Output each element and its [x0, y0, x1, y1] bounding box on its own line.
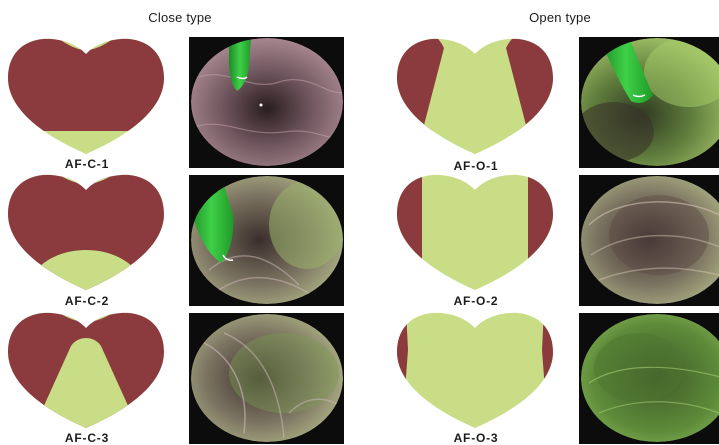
af-c-1-heart-diagram: [5, 36, 167, 156]
af-c-1-endoscopy-image: [189, 37, 344, 168]
atrophic-area: [5, 36, 167, 131]
af-c-2-label: AF-C-2: [27, 294, 147, 308]
af-c-3-endoscopy-image: [189, 313, 344, 444]
atrophic-right: [528, 172, 556, 292]
af-o-3-label: AF-O-3: [416, 431, 536, 445]
atrophic-left: [394, 310, 408, 430]
af-o-3-heart-diagram: [394, 310, 556, 430]
af-c-2-heart-diagram: [5, 172, 167, 292]
open-type-heading: Open type: [475, 10, 645, 25]
af-c-3-label: AF-C-3: [27, 431, 147, 445]
af-o-2-heart-diagram: [394, 172, 556, 292]
af-c-3-heart-diagram: [5, 310, 167, 430]
af-o-1-endoscopy-image: [579, 37, 719, 168]
atrophic-left: [394, 172, 422, 292]
af-c-2-endoscopy-image: [189, 175, 344, 306]
af-o-2-endoscopy-image: [579, 175, 719, 306]
non-atrophic-area: [394, 310, 556, 430]
af-o-1-label: AF-O-1: [416, 159, 536, 173]
af-c-1-label: AF-C-1: [27, 157, 147, 171]
close-type-heading: Close type: [95, 10, 265, 25]
atrophic-right: [542, 310, 556, 430]
af-o-3-endoscopy-image: [579, 313, 719, 444]
af-o-2-label: AF-O-2: [416, 294, 536, 308]
af-o-1-heart-diagram: [394, 36, 556, 156]
